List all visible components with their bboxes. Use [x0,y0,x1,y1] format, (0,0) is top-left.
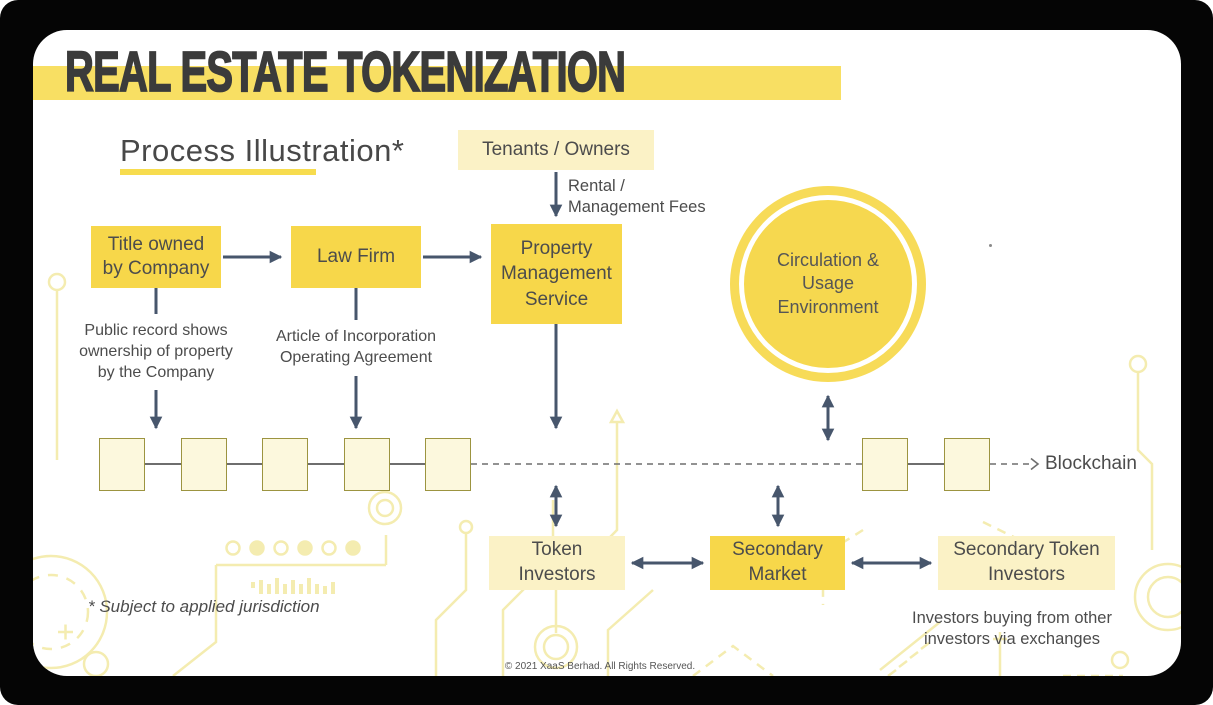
node-tenants-owners: Tenants / Owners [458,130,654,170]
subtitle: Process Illustration* [120,133,405,168]
label-public-record: Public record shows ownership of propert… [79,322,233,381]
label-rental-management-fees: Rental / Management Fees [568,177,706,217]
label-jurisdiction-note: * Subject to applied jurisdiction [88,597,320,616]
label-article-incorporation: Article of Incorporation Operating Agree… [275,328,437,366]
node-property-management-service: Property Management Service [491,224,622,324]
node-law-firm: Law Firm [291,226,421,288]
node-secondary-market: Secondary Market [710,536,845,590]
slide-card: REAL ESTATE TOKENIZATION Process Illustr… [33,30,1181,676]
stray-dot-decoration [989,244,992,247]
label-investors-note: Investors buying from other investors vi… [912,609,1112,648]
blockchain-block [99,438,145,491]
connector-arrows [145,172,1040,570]
node-title-owned-by-company: Title owned by Company [91,226,221,288]
label-copyright: © 2021 XaaS Berhad. All Rights Reserved. [504,661,696,672]
blockchain-block [862,438,908,491]
node-secondary-token-investors: Secondary Token Investors [938,536,1115,590]
node-token-investors: Token Investors [489,536,625,590]
node-circulation-usage-environment: Circulation & Usage Environment [730,186,926,382]
blockchain-block [181,438,227,491]
title-highlight-bar [33,66,841,100]
page-title: REAL ESTATE TOKENIZATION [64,40,626,104]
subtitle-underline [120,169,316,175]
blockchain-block [944,438,990,491]
blockchain-block [262,438,308,491]
label-blockchain: Blockchain [1045,453,1137,474]
blockchain-block [425,438,471,491]
blockchain-block [344,438,390,491]
